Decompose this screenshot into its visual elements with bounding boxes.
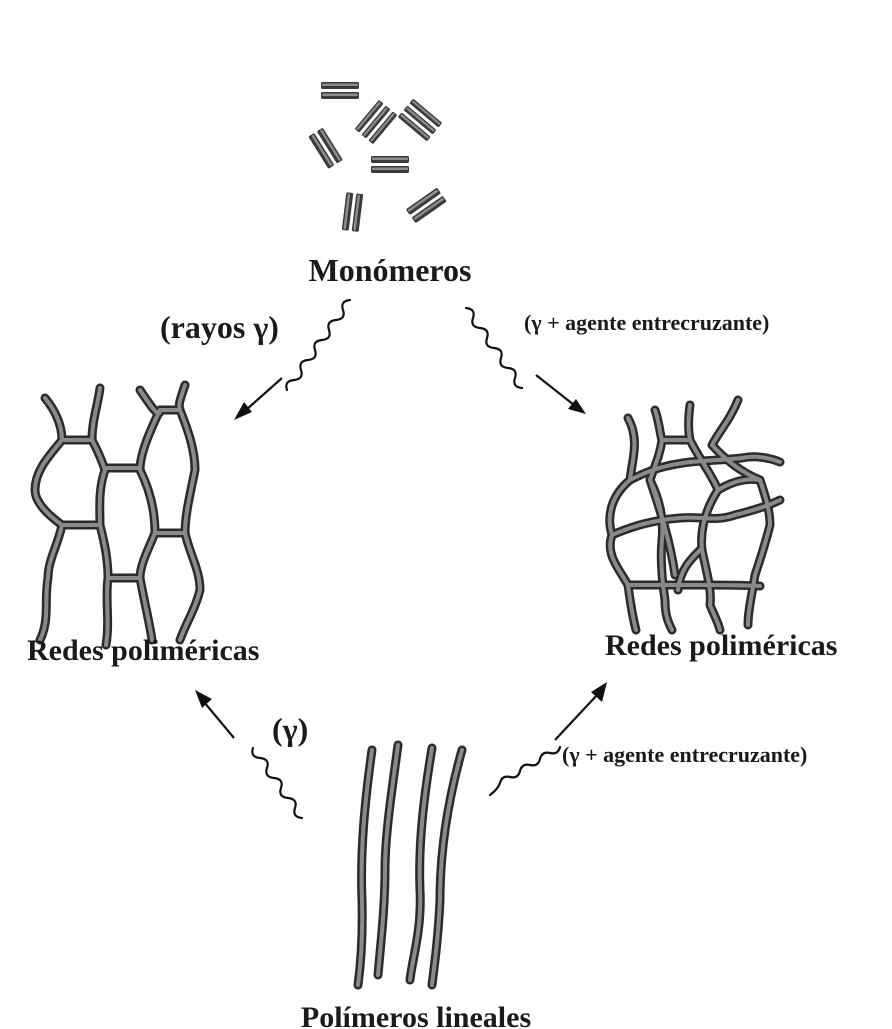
arrow-linear-to-right-network	[490, 682, 607, 795]
linear-polymers	[358, 745, 462, 985]
network-right-label: Redes poliméricas	[605, 629, 837, 662]
monomer	[398, 99, 443, 142]
condition-rayos-gamma: (rayos γ)	[160, 309, 279, 345]
polymer-network-right	[610, 400, 780, 630]
monomers-label: Monómeros	[309, 252, 472, 288]
arrow-linear-to-left-network	[195, 690, 302, 818]
monomer	[371, 156, 409, 173]
monomer	[355, 100, 398, 145]
network-left-label: Redes poliméricas	[27, 634, 259, 667]
monomer	[342, 192, 364, 232]
monomer	[308, 128, 343, 169]
condition-gamma: (γ)	[272, 711, 308, 747]
monomer	[321, 82, 359, 99]
polymer-network-left	[35, 385, 200, 645]
monomer	[406, 188, 447, 224]
condition-gamma-crosslinker-top: (γ + agente entrecruzante)	[524, 310, 769, 335]
linear-polymers-label: Polímeros lineales	[301, 1001, 531, 1029]
condition-gamma-crosslinker-bottom: (γ + agente entrecruzante)	[562, 742, 807, 767]
monomers-cluster	[308, 82, 446, 232]
